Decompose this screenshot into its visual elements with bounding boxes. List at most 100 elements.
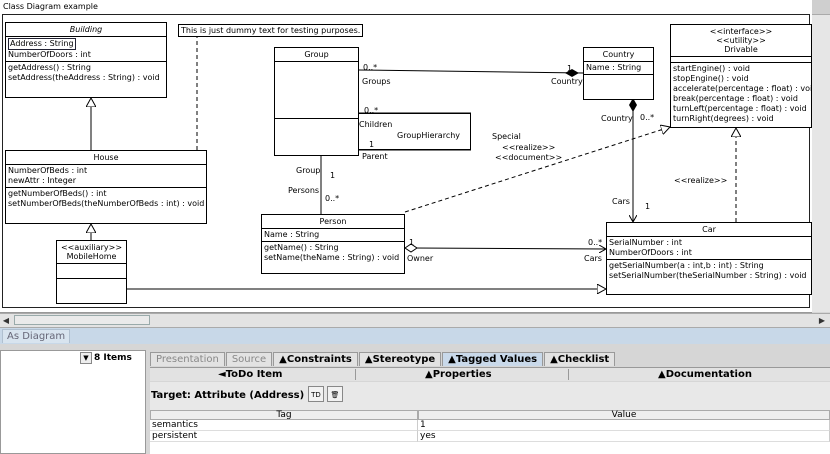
tab-presentation[interactable]: Presentation (150, 352, 225, 366)
country-attr-name[interactable]: Name : String (586, 63, 642, 72)
drivable-op-turnleft[interactable]: turnLeft(percentage : float) : void (673, 104, 807, 113)
drivable-op-break[interactable]: break(percentage : float) : void (673, 94, 798, 103)
assoc-label: GroupHierarchy (397, 131, 461, 140)
tab-todo-item[interactable]: ◄ToDo Item (218, 369, 283, 380)
details-subtabs: ◄ToDo Item ▲Properties ▲Documentation (150, 367, 830, 381)
drivable-op-stop[interactable]: stopEngine() : void (673, 74, 749, 83)
drivable-op-accelerate[interactable]: accelerate(percentage : float) : void (673, 84, 812, 93)
car-attr-serial[interactable]: SerialNumber : int (609, 238, 682, 247)
table-cell-value[interactable]: yes (418, 431, 830, 442)
tab-source[interactable]: Source (225, 352, 273, 366)
person-op-setname[interactable]: setName(theName : String) : void (264, 253, 400, 262)
class-building[interactable]: Building Address : String NumberOfDoors … (5, 22, 167, 98)
car-op-getserial[interactable]: getSerialNumber(a : int,b : int) : Strin… (609, 261, 764, 270)
todo-button[interactable]: TD (308, 386, 324, 402)
scroll-corner (812, 0, 830, 15)
col-header-tag[interactable]: Tag (150, 410, 418, 420)
class-car[interactable]: Car SerialNumber : int NumberOfDoors : i… (606, 222, 812, 295)
chevron-down-icon[interactable]: ▼ (80, 352, 92, 364)
connector-lines (0, 34, 812, 312)
assoc-label: 1 (645, 202, 651, 211)
assoc-label: <<realize>> (502, 143, 556, 152)
diagram-title: Class Diagram example (3, 2, 98, 11)
assoc-label: Country (551, 77, 583, 86)
mobilehome-stereotype: <<auxiliary>> (60, 243, 123, 252)
table-cell-value[interactable]: 1 (418, 420, 830, 431)
assoc-label: 0..* (363, 63, 378, 72)
tab-constraints[interactable]: ▲Constraints (273, 352, 358, 366)
person-op-getname[interactable]: getName() : String (264, 243, 339, 252)
assoc-label: Groups (362, 77, 391, 86)
class-building-name: Building (6, 23, 166, 37)
interface-drivable[interactable]: <<interface>> <<utility>> Drivable start… (670, 24, 812, 128)
assoc-label: Persons (288, 186, 320, 195)
assoc-label: Parent (362, 152, 388, 161)
class-country-name: Country (584, 48, 653, 62)
target-bar: Target: Attribute (Address) TD 🗑 (150, 382, 830, 410)
tagged-values-table: Tag Value semantics 1 persistent yes (150, 410, 830, 454)
building-attr-address[interactable]: Address : String (8, 38, 76, 50)
assoc-label: 0..* (325, 194, 340, 203)
target-label: Target: Attribute (Address) (151, 390, 305, 401)
col-header-value[interactable]: Value (418, 410, 830, 420)
drivable-op-start[interactable]: startEngine() : void (673, 64, 751, 73)
items-count-label: 8 Items (94, 353, 132, 363)
tab-as-diagram[interactable]: As Diagram (2, 329, 71, 343)
assoc-label: Cars (612, 197, 630, 206)
assoc-label: Owner (407, 254, 434, 263)
class-person[interactable]: Person Name : String getName() : String … (261, 214, 405, 274)
class-mobilehome[interactable]: <<auxiliary>> MobileHome (56, 240, 127, 304)
horizontal-scrollbar[interactable]: ◀ ▶ (0, 313, 830, 328)
class-group[interactable]: Group (274, 47, 359, 156)
assoc-label: 1 (369, 140, 375, 149)
tab-stereotype[interactable]: ▲Stereotype (358, 352, 442, 366)
tab-checklist[interactable]: ▲Checklist (544, 352, 616, 366)
class-house[interactable]: House NumberOfBeds : int newAttr : Integ… (5, 150, 207, 224)
assoc-label: Country (601, 114, 633, 123)
delete-icon[interactable]: 🗑 (327, 386, 343, 402)
class-mobilehome-name: MobileHome (66, 252, 117, 261)
house-op-setbeds[interactable]: setNumberOfBeds(theNumberOfBeds : int) :… (8, 199, 205, 208)
house-attr-newattr[interactable]: newAttr : Integer (8, 176, 76, 185)
assoc-label: 0..* (364, 106, 379, 115)
assoc-label: 1 (567, 64, 573, 73)
person-attr-name[interactable]: Name : String (264, 230, 320, 239)
assoc-label: Cars (584, 254, 602, 263)
class-country[interactable]: Country Name : String (583, 47, 654, 100)
assoc-label: <<realize>> (674, 176, 728, 185)
tab-tagged-values[interactable]: ▲Tagged Values (442, 352, 544, 366)
car-attr-doors[interactable]: NumberOfDoors : int (609, 248, 692, 257)
scroll-right-icon[interactable]: ▶ (818, 316, 826, 325)
vertical-scrollbar[interactable] (812, 0, 830, 312)
house-attr-beds[interactable]: NumberOfBeds : int (8, 166, 88, 175)
table-cell-tag[interactable]: semantics (150, 420, 418, 431)
building-op-getaddress[interactable]: getAddress() : String (8, 63, 91, 72)
assoc-label: <<document>> (495, 153, 563, 162)
diagram-canvas[interactable]: Class Diagram example This is just dummy… (0, 0, 812, 313)
drivable-op-turnright[interactable]: turnRight(degrees) : void (673, 114, 774, 123)
dummy-note[interactable]: This is just dummy text for testing purp… (178, 24, 364, 37)
todo-list-pane[interactable] (0, 350, 146, 454)
scroll-left-icon[interactable]: ◀ (2, 316, 10, 325)
assoc-label: 1 (409, 238, 415, 247)
car-op-setserial[interactable]: setSerialNumber(theSerialNumber : String… (609, 271, 807, 280)
assoc-label: Group (296, 166, 321, 175)
building-attr-doors[interactable]: NumberOfDoors : int (8, 50, 91, 59)
drivable-stereotype-interface: <<interface>> (709, 27, 773, 36)
diagram-frame (2, 14, 810, 308)
diagram-tabbar: As Diagram (0, 328, 830, 344)
table-cell-tag[interactable]: persistent (150, 431, 418, 442)
assoc-label: 0..* (640, 113, 655, 122)
scrollbar-thumb[interactable] (14, 315, 150, 325)
assoc-label: Children (359, 120, 393, 129)
tab-documentation[interactable]: ▲Documentation (658, 369, 752, 380)
class-house-name: House (6, 151, 206, 165)
items-count[interactable]: ▼8 Items (80, 352, 144, 366)
class-car-name: Car (607, 223, 811, 237)
class-drivable-name: Drivable (724, 45, 758, 54)
house-op-getbeds[interactable]: getNumberOfBeds() : int (8, 189, 107, 198)
building-op-setaddress[interactable]: setAddress(theAddress : String) : void (8, 73, 160, 82)
tab-properties[interactable]: ▲Properties (425, 369, 492, 380)
